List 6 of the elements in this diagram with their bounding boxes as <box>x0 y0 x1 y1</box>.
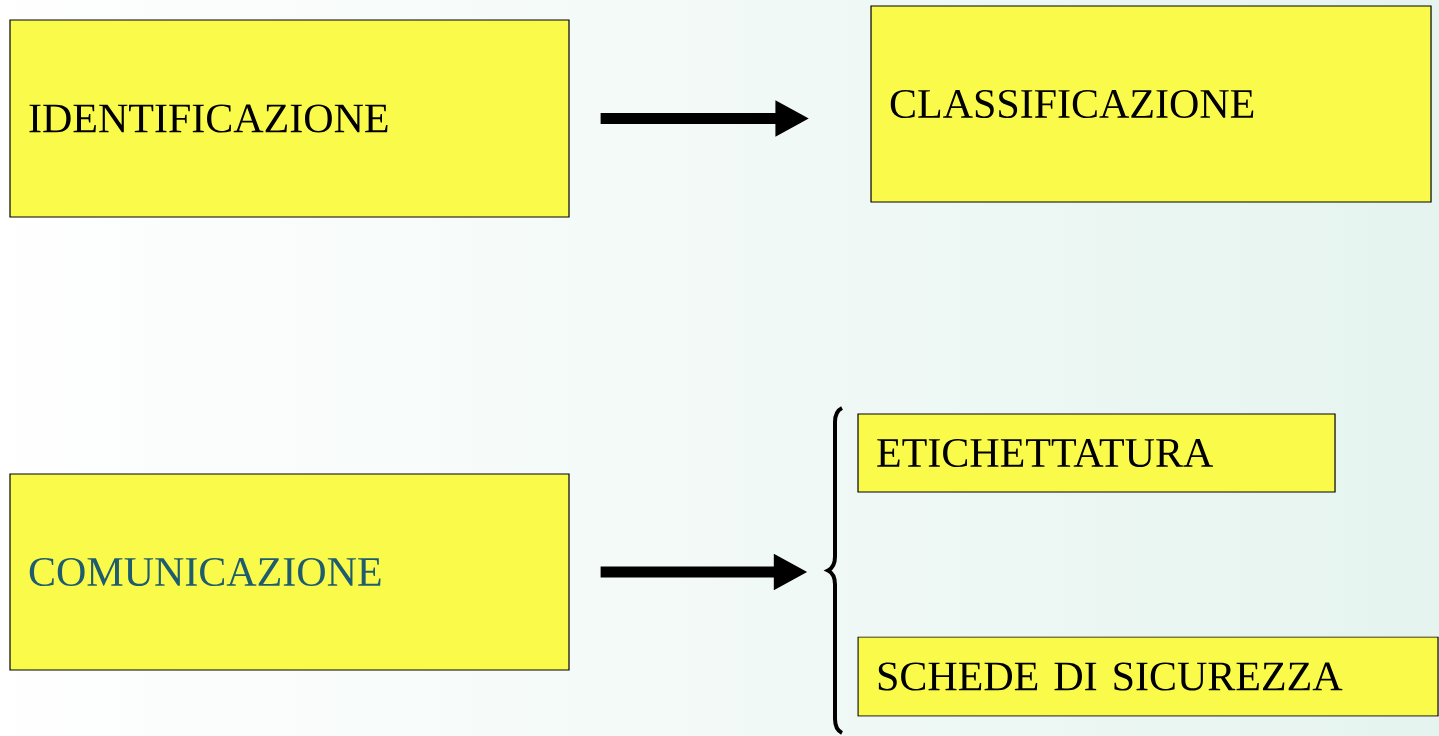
label-box: ETICHETTATURA <box>857 413 1336 493</box>
brace <box>826 406 844 735</box>
label-box: IDENTIFICAZIONE <box>9 19 570 218</box>
label-box: COMUNICAZIONE <box>9 473 570 671</box>
label-box: CLASSIFICAZIONE <box>870 5 1432 203</box>
label-box: SCHEDE DI SICUREZZA <box>857 636 1439 717</box>
